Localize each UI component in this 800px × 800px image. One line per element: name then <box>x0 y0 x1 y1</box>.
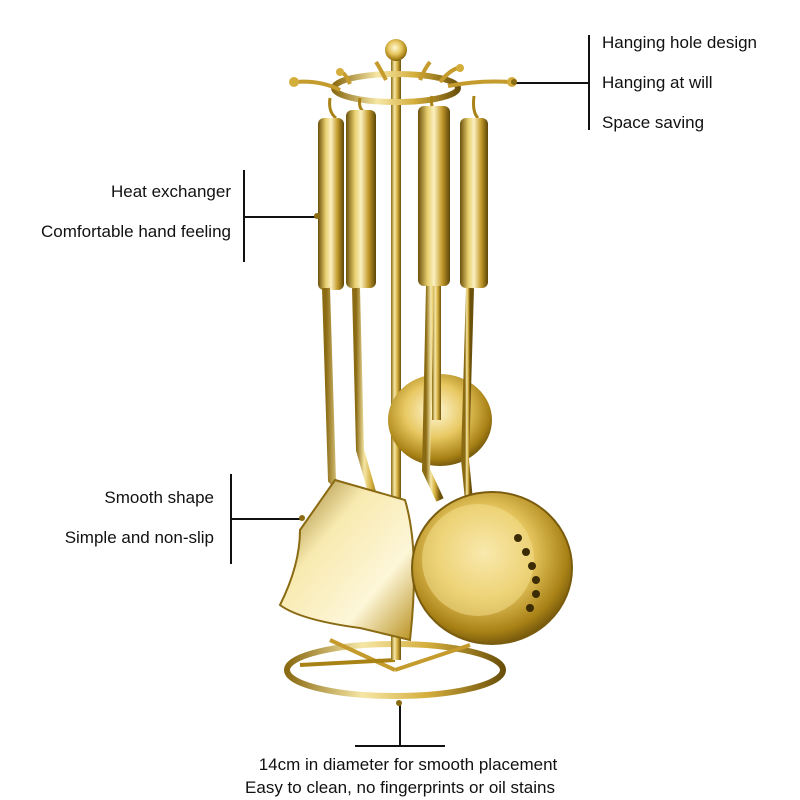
hanging-hook-rack <box>289 39 517 120</box>
callout-top-right-2: Hanging at will <box>602 73 713 92</box>
callout-bottom-1: 14cm in diameter for smooth placement <box>258 755 558 774</box>
callout-dot-left-upper <box>314 213 320 219</box>
callout-bracket-top-right <box>588 35 590 130</box>
callout-left-upper-2: Comfortable hand feeling <box>41 222 231 241</box>
callout-top-right-3: Space saving <box>602 113 705 132</box>
callout-dot-top-right <box>511 79 517 85</box>
utensil-handles <box>318 106 488 290</box>
callout-leader-left-upper <box>244 216 318 218</box>
callout-left-lower-2: Simple and non-slip <box>64 528 214 547</box>
callout-dot-left-lower <box>299 515 305 521</box>
callout-bottom-2: Easy to clean, no fingerprints or oil st… <box>245 778 555 797</box>
stand-pole <box>391 60 401 660</box>
spatula-head <box>278 478 415 642</box>
callout-bracket-left-lower <box>230 474 232 564</box>
back-ladle <box>388 270 492 466</box>
callout-left-lower-1: Smooth shape <box>104 488 214 507</box>
callout-top-right-1: Hanging hole design <box>602 33 758 52</box>
callout-dot-bottom <box>396 700 402 706</box>
callout-leader-left-lower <box>231 518 303 520</box>
callout-left-upper-1: Heat exchanger <box>110 182 231 201</box>
callout-leader-bottom <box>399 704 401 746</box>
ladle-bowl <box>411 491 573 645</box>
callout-leader-top-right <box>515 82 590 84</box>
callout-bracket-bottom <box>355 745 445 747</box>
callout-bracket-left-upper <box>243 170 245 262</box>
skimmer-holes <box>514 534 540 612</box>
